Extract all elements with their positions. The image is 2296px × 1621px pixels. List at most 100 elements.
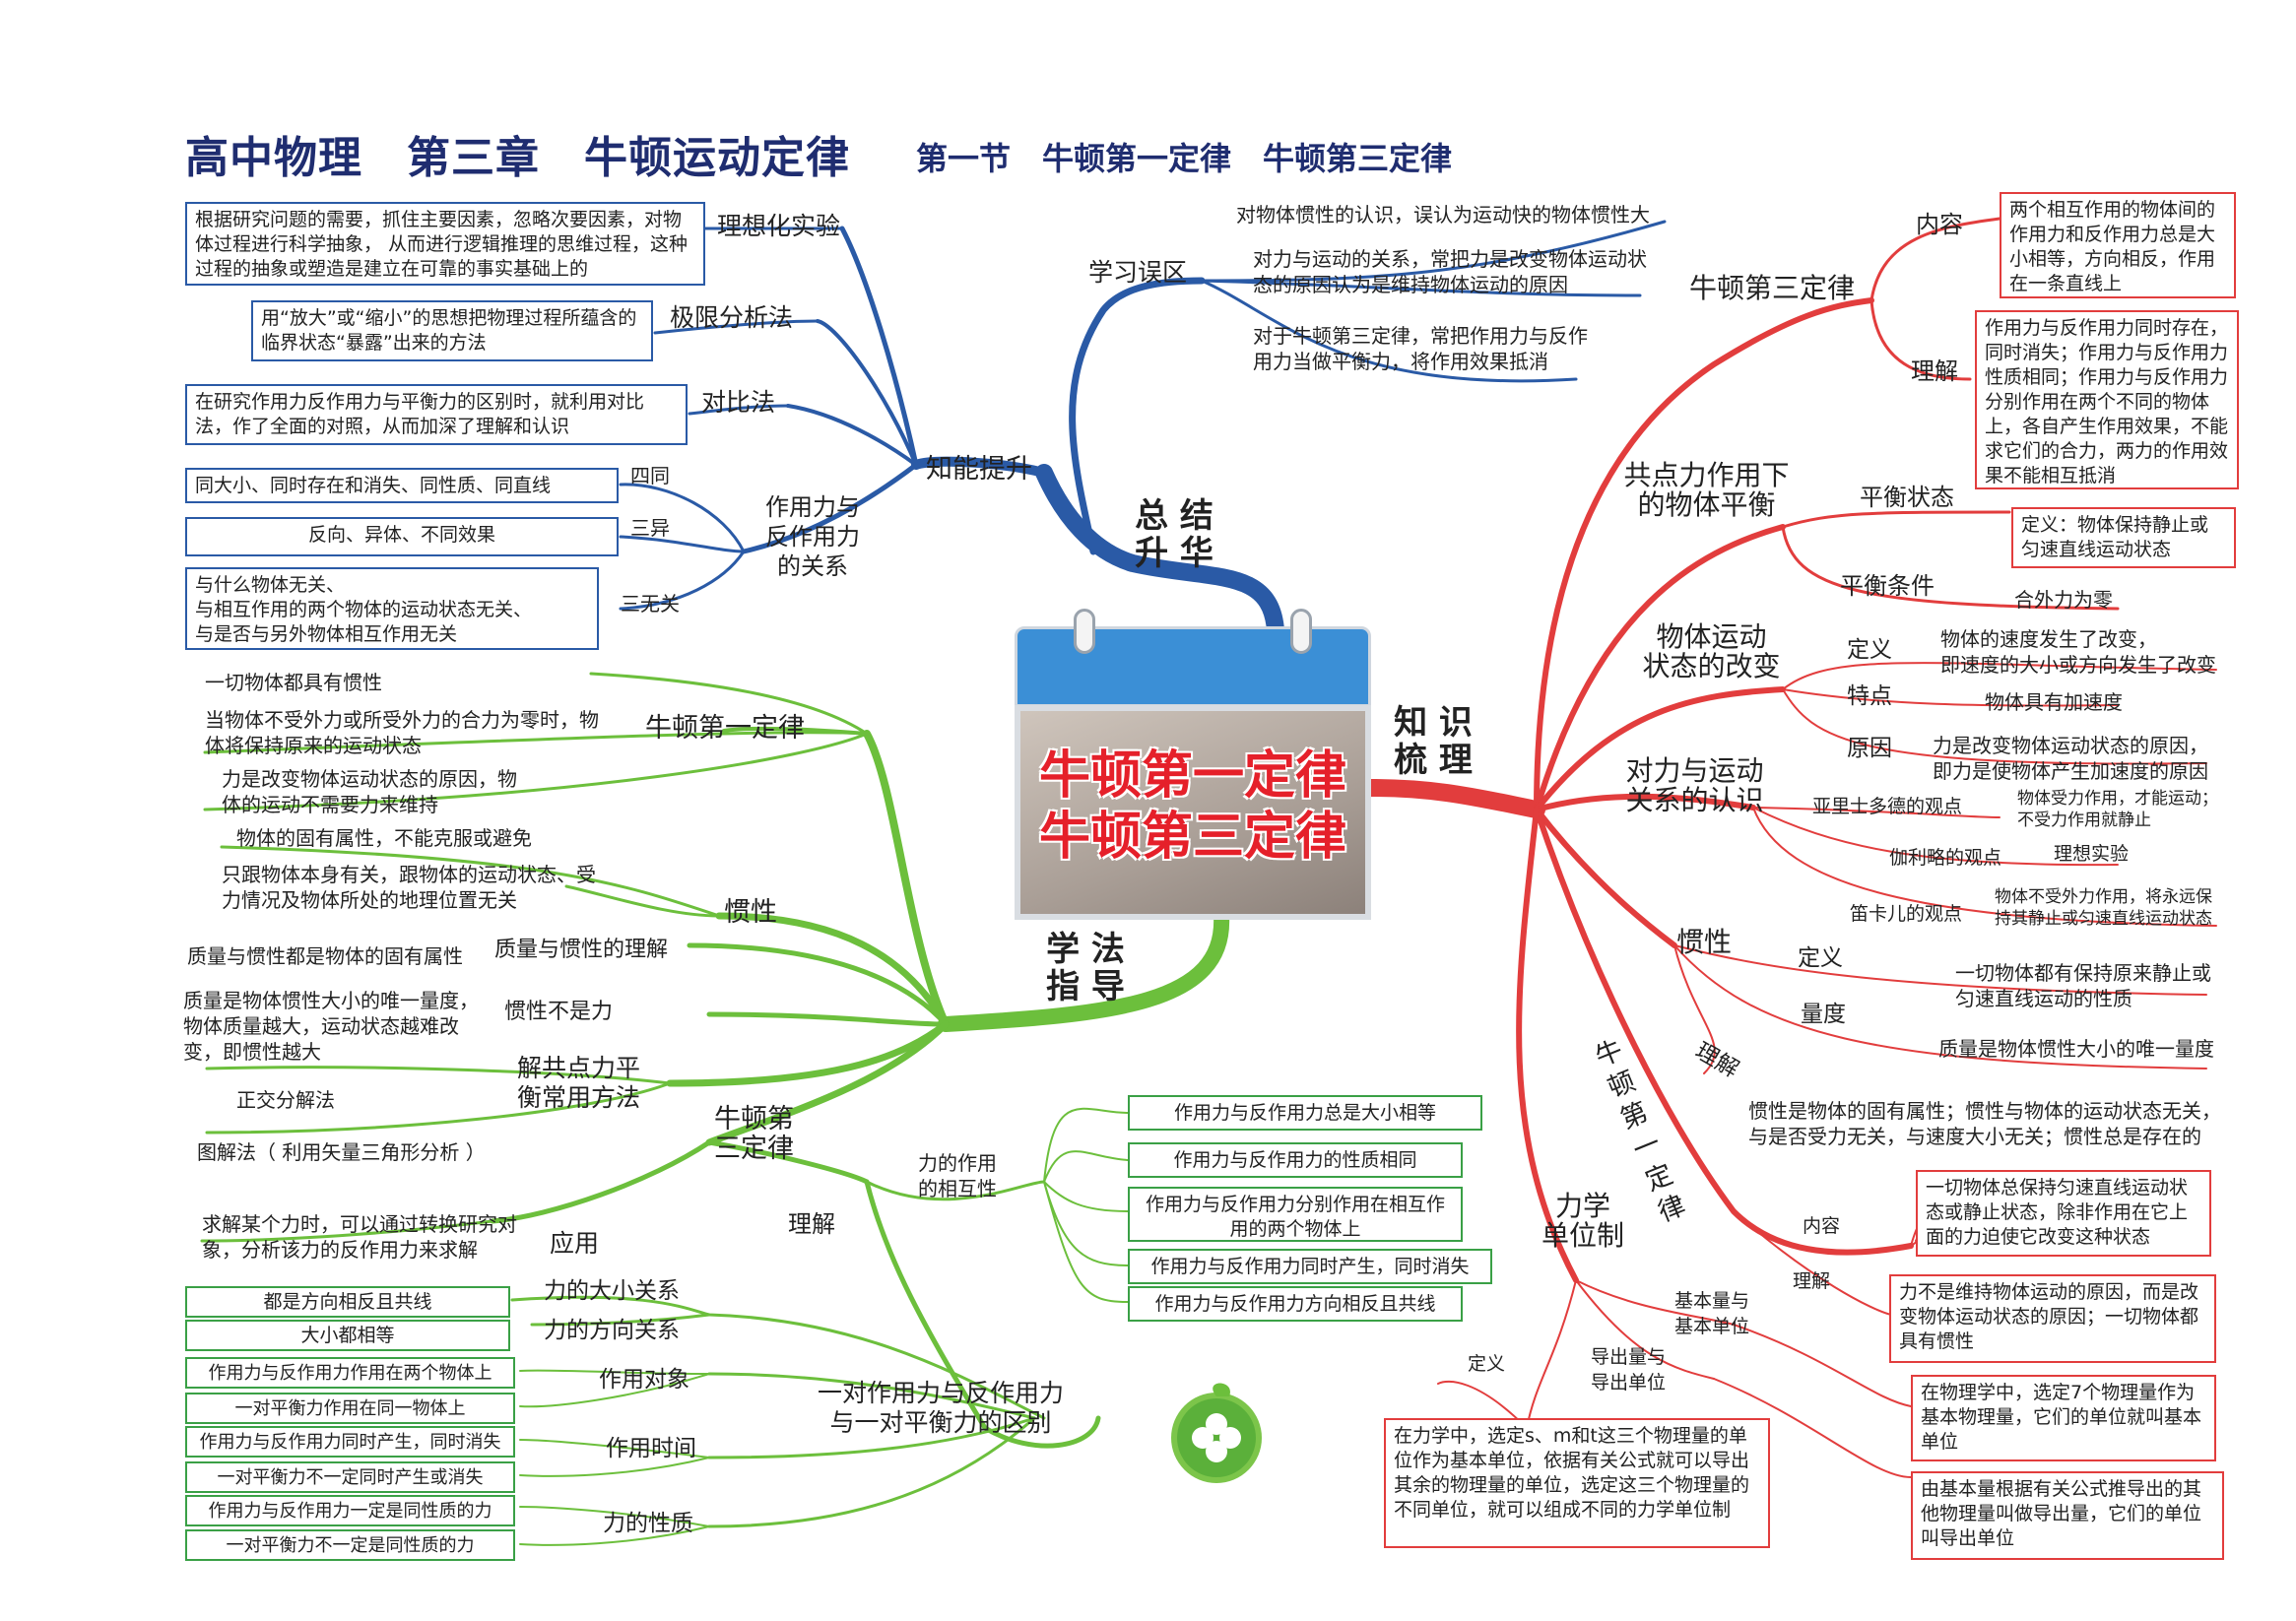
not-force-text: 质量是物体惯性大小的唯一量度，物体质量越大，运动状态越难改变，即惯性越大 xyxy=(183,989,479,1064)
mutual-item-3: 作用力与反作用力分别作用在相互作用的两个物体上 xyxy=(1128,1187,1463,1242)
motion-cause-label: 原因 xyxy=(1847,736,1892,761)
branch-knowledge: 知 识 梳 理 xyxy=(1394,703,1473,780)
contrast-text: 在研究作用力反作用力与平衡力的区别时，就利用对比法，作了全面的对照，从而加深了理… xyxy=(185,384,688,445)
green-inertia-item-1: 物体的固有属性，不能克服或避免 xyxy=(236,826,532,850)
motion-change-label: 物体运动 状态的改变 xyxy=(1642,620,1781,682)
calendar-ring-left xyxy=(1074,609,1095,654)
three-diff-label: 三异 xyxy=(630,516,670,540)
target-item-1: 作用力与反作用力作用在两个物体上 xyxy=(185,1357,515,1389)
target-label: 作用对象 xyxy=(599,1367,689,1393)
time-item-2: 一对平衡力不一定同时产生或消失 xyxy=(185,1461,515,1493)
motion-feature-text: 物体具有加速度 xyxy=(1985,690,2123,714)
red-third-law-understand-label: 理解 xyxy=(1911,357,1958,385)
red-inertia-label: 惯性 xyxy=(1676,926,1733,958)
red-inertia-understand-text: 惯性是物体的固有属性；惯性与物体的运动状态无关， 与是否受力无关，与速度大小无关… xyxy=(1748,1099,2221,1148)
understand-label: 理解 xyxy=(788,1210,835,1238)
not-force-label: 惯性不是力 xyxy=(504,1000,614,1024)
equilibrium-label: 解共点力平 衡常用方法 xyxy=(517,1054,641,1112)
apply-text: 求解某个力时，可以通过转换研究对象，分析该力的反作用力来求解 xyxy=(202,1212,517,1262)
green-inertia-item-2: 只跟物体本身有关，跟物体的运动状态、受力情况及物体所处的地理位置无关 xyxy=(222,863,596,912)
idealization-label: 理想化实验 xyxy=(717,212,841,240)
red-third-law-label: 牛顿第三定律 xyxy=(1689,272,1856,304)
units-def-label: 定义 xyxy=(1468,1353,1506,1375)
mutual-item-5: 作用力与反作用力方向相反且共线 xyxy=(1128,1286,1463,1322)
red-third-law-content-label: 内容 xyxy=(1916,211,1963,238)
calendar-ring-right xyxy=(1290,609,1312,654)
nature-item-1: 作用力与反作用力一定是同性质的力 xyxy=(185,1495,515,1526)
balance-state-label: 平衡状态 xyxy=(1860,484,1954,511)
green-first-law-item-1: 一切物体都具有惯性 xyxy=(205,671,382,694)
green-first-law-item-3: 力是改变物体运动状态的原因，物体的运动不需要力来维持 xyxy=(222,767,517,816)
clover-logo-icon xyxy=(1171,1383,1262,1483)
aristotle-text: 物体受力作用，才能运动； 不受力作用就静止 xyxy=(2017,789,2218,830)
limit-text: 用“放大”或“缩小”的思想把物理过程所蕴含的临界状态“暴露”出来的方法 xyxy=(251,300,653,361)
red-inertia-measure-text: 质量是物体惯性大小的唯一量度 xyxy=(1938,1037,2214,1061)
relation-label: 作用力与 反作用力 的关系 xyxy=(765,493,860,580)
three-diff-text: 反向、异体、不同效果 xyxy=(185,517,619,556)
green-first-law-label: 牛顿第一定律 xyxy=(645,713,805,744)
calendar-header xyxy=(1015,626,1371,707)
motion-feature-label: 特点 xyxy=(1847,683,1892,709)
apply-label: 应用 xyxy=(550,1229,600,1258)
red-first-law-content-label: 内容 xyxy=(1803,1215,1841,1237)
direction-relation-text: 大小都相等 xyxy=(185,1320,510,1351)
units-def-text: 在力学中，选定s、m和t这三个物理量的单位作为基本单位，依据有关公式就可以导出其… xyxy=(1384,1418,1770,1548)
red-first-law-content-text: 一切物体总保持匀速直线运动状态或静止状态，除非作用在它上面的力迫使它改变这种状态 xyxy=(1916,1170,2211,1257)
mistake-2: 对力与运动的关系，常把力是改变物体运动状态的原因认为是维持物体运动的原因 xyxy=(1253,247,1647,296)
time-label: 作用时间 xyxy=(606,1436,696,1461)
calendar-body: 牛顿第一定律 牛顿第三定律 xyxy=(1015,705,1371,920)
three-none-label: 三无关 xyxy=(621,592,680,616)
green-first-law-item-2: 当物体不受外力或所受外力的合力为零时，物体将保持原来的运动状态 xyxy=(205,708,599,757)
four-same-label: 四同 xyxy=(630,464,670,487)
page-subtitle: 第一节 牛顿第一定律 牛顿第三定律 xyxy=(916,140,1453,177)
balance-condition-label: 平衡条件 xyxy=(1840,572,1935,600)
galileo-label: 伽利略的观点 xyxy=(1889,847,2002,869)
green-inertia-label: 惯性 xyxy=(724,897,777,928)
mutual-label: 力的作用 的相互性 xyxy=(918,1151,997,1200)
center-title-line1: 牛顿第一定律 xyxy=(1038,746,1346,806)
mutual-item-4: 作用力与反作用力同时产生，同时消失 xyxy=(1128,1249,1492,1284)
force-motion-label: 对力与运动 关系的认识 xyxy=(1625,754,1764,816)
mistakes-label: 学习误区 xyxy=(1088,258,1188,287)
red-third-law-content-text: 两个相互作用的物体间的作用力和反作用力总是大小相等，方向相反，作用在一条直线上 xyxy=(2000,192,2236,298)
motion-def-label: 定义 xyxy=(1847,637,1892,663)
center-calendar: 牛顿第一定律 牛顿第三定律 xyxy=(1015,609,1371,920)
target-item-2: 一对平衡力作用在同一物体上 xyxy=(185,1393,515,1424)
branch-method: 学 法 指 导 xyxy=(1046,930,1125,1006)
mass-inertia-label: 质量与惯性的理解 xyxy=(494,938,669,962)
balance-state-text: 定义：物体保持静止或匀速直线运动状态 xyxy=(2011,507,2236,568)
red-first-law-understand-text: 力不是维持物体运动的原因，而是改变物体运动状态的原因；一切物体都具有惯性 xyxy=(1889,1274,2216,1363)
descartes-label: 笛卡儿的观点 xyxy=(1850,903,1963,925)
time-item-1: 作用力与反作用力同时产生，同时消失 xyxy=(185,1426,515,1458)
three-none-text: 与什么物体无关、 与相互作用的两个物体的运动状态无关、 与是否与另外物体相互作用… xyxy=(185,567,599,650)
nature-label: 力的性质 xyxy=(603,1511,693,1536)
equilibrium-item-2: 图解法（ 利用矢量三角形分析 ） xyxy=(197,1140,486,1164)
aristotle-label: 亚里士多德的观点 xyxy=(1812,796,1963,817)
red-first-law-understand-label: 理解 xyxy=(1793,1270,1831,1292)
red-inertia-def-label: 定义 xyxy=(1798,945,1843,971)
units-base-label: 基本量与 基本单位 xyxy=(1674,1290,1750,1337)
motion-def-text: 物体的速度发生了改变， 即速度的大小或方向发生了改变 xyxy=(1940,627,2216,677)
page-title: 高中物理 第三章 牛顿运动定律 xyxy=(185,133,850,183)
balance-condition-text: 合外力为零 xyxy=(2014,588,2113,612)
branch-summary: 总 结 升 华 xyxy=(1135,496,1214,573)
mass-inertia-text: 质量与惯性都是物体的固有属性 xyxy=(187,944,463,968)
center-title-line2: 牛顿第三定律 xyxy=(1038,808,1346,867)
nature-item-2: 一对平衡力不一定是同性质的力 xyxy=(185,1529,515,1561)
galileo-text: 理想实验 xyxy=(2054,843,2130,865)
balance-label: 共点力作用下 的物体平衡 xyxy=(1623,459,1790,521)
mistake-1: 对物体惯性的认识，误认为运动快的物体惯性大 xyxy=(1236,203,1650,227)
equilibrium-item-1: 正交分解法 xyxy=(236,1088,335,1112)
size-relation-label: 力的大小关系 xyxy=(544,1278,680,1304)
limit-label: 极限分析法 xyxy=(670,303,794,332)
contrast-label: 对比法 xyxy=(701,388,776,417)
red-third-law-understand-text: 作用力与反作用力同时存在，同时消失；作用力与反作用力性质相同；作用力与反作用力分… xyxy=(1975,310,2239,489)
mutual-item-2: 作用力与反作用力的性质相同 xyxy=(1128,1142,1463,1178)
mutual-item-1: 作用力与反作用力总是大小相等 xyxy=(1128,1095,1482,1131)
direction-relation-label: 力的方向关系 xyxy=(544,1318,680,1343)
compare-label: 一对作用力与反作用力 与一对平衡力的区别 xyxy=(817,1379,1064,1437)
mistake-3: 对于牛顿第三定律，常把作用力与反作用力当做平衡力，将作用效果抵消 xyxy=(1253,324,1588,373)
units-base-text: 在物理学中，选定7个物理量作为基本物理量，它们的单位就叫基本单位 xyxy=(1911,1375,2216,1461)
